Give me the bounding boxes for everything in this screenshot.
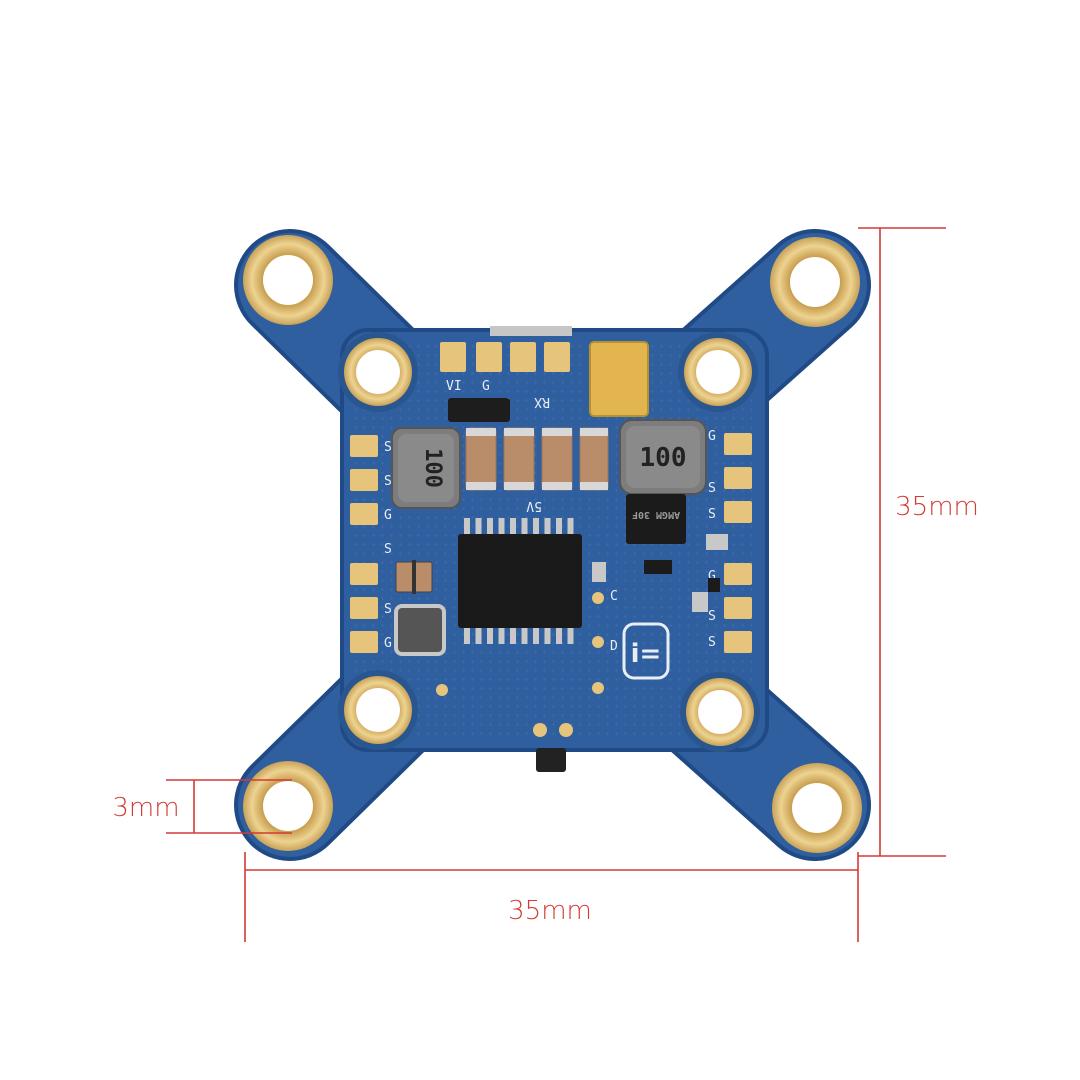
left-solder-pads	[350, 435, 378, 653]
ic-pin	[464, 628, 470, 644]
bottom-connector	[536, 748, 566, 772]
left-label-1: S	[384, 440, 392, 455]
ic-pin	[487, 628, 493, 644]
right-label-2: S	[708, 481, 716, 496]
flight-board: VI G BAT RX S S G S S G	[234, 229, 871, 861]
inductor-right: 100	[619, 419, 707, 495]
left-label-5: S	[384, 602, 392, 617]
regulator-chip: AMGM 30F	[626, 494, 686, 544]
inductor-left-marking: 100	[420, 448, 445, 488]
label-c: C	[610, 589, 618, 604]
ic-pin	[510, 628, 516, 644]
left-label-6: G	[384, 636, 392, 651]
ic-pin	[544, 628, 551, 644]
logo-text: i=	[631, 639, 662, 669]
ic-pin	[521, 518, 528, 534]
ic-pin	[475, 628, 482, 644]
hole-label: 3mm	[112, 793, 179, 823]
ic-pin	[487, 518, 493, 534]
ic-pin	[475, 518, 482, 534]
pad-label-vi: VI	[446, 379, 462, 394]
regulator-marking: AMGM 30F	[632, 509, 680, 520]
left-label-4: S	[384, 542, 392, 557]
test-pads	[436, 592, 604, 737]
top-connector	[490, 326, 572, 336]
gold-capacitor	[589, 341, 649, 417]
ic-pin	[567, 628, 574, 644]
small-components	[394, 534, 728, 656]
label-d: D	[610, 639, 618, 654]
ic-pin	[510, 518, 516, 534]
ic-pin	[567, 518, 574, 534]
ic-pin	[533, 518, 539, 534]
right-solder-pads	[724, 433, 752, 653]
main-ic	[458, 518, 582, 644]
dimension-annotations	[166, 227, 946, 942]
outer-mounting-holes	[243, 235, 862, 853]
ic-pin	[556, 628, 562, 644]
ic-pin	[498, 628, 505, 644]
pad-label-g: G	[482, 379, 490, 394]
ic-pin	[521, 628, 528, 644]
ceramic-capacitors	[465, 427, 609, 491]
ic-pin	[533, 628, 539, 644]
right-label-5: S	[708, 609, 716, 624]
brand-logo: i=	[622, 622, 670, 680]
right-label-4: G	[708, 569, 716, 584]
width-label: 35mm	[508, 896, 592, 926]
height-label: 35mm	[895, 492, 979, 522]
ic-pin	[544, 518, 551, 534]
ic-pin	[556, 518, 562, 534]
ic-pin	[464, 518, 470, 534]
diode	[448, 398, 510, 422]
inductor-right-marking: 100	[640, 443, 687, 473]
right-label-3: S	[708, 507, 716, 522]
inductor-left: 100	[391, 427, 461, 509]
right-label-6: S	[708, 635, 716, 650]
pad-label-rx: RX	[534, 394, 550, 409]
left-label-2: S	[384, 474, 392, 489]
inner-mounting-holes	[338, 332, 760, 752]
right-label-1: G	[708, 429, 716, 444]
left-label-3: G	[384, 508, 392, 523]
top-solder-pads	[440, 342, 570, 372]
label-5v: 5V	[526, 498, 542, 513]
ic-pin	[498, 518, 505, 534]
